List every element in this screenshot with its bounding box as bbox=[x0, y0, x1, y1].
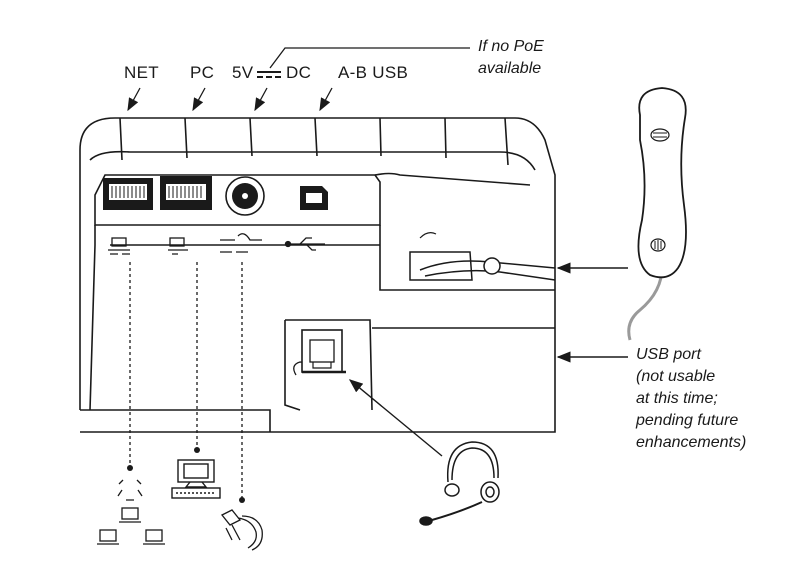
usb-ab-label: A-B USB bbox=[338, 63, 409, 82]
pc-label: PC bbox=[190, 63, 215, 82]
dc-symbol bbox=[257, 71, 281, 79]
dc-power-icon bbox=[220, 233, 262, 253]
power-5v-label: 5V bbox=[232, 63, 254, 82]
poe-note: If no PoE available bbox=[478, 38, 544, 77]
desktop-computer-icon bbox=[171, 459, 221, 499]
usb-port-note: USB port (not usable at this time; pendi… bbox=[636, 346, 747, 451]
usb-b-port bbox=[300, 186, 328, 210]
pointer-arrows bbox=[348, 262, 628, 457]
handset-icon bbox=[627, 87, 687, 341]
phone-base bbox=[79, 117, 556, 433]
port-drop-lines bbox=[129, 262, 243, 498]
pc-port bbox=[160, 176, 212, 210]
pc-port-icon bbox=[168, 237, 188, 255]
handset-cradle bbox=[409, 232, 556, 281]
power-adapter-icon bbox=[220, 509, 263, 551]
network-computers-icon bbox=[97, 479, 165, 545]
network-port-icon bbox=[108, 237, 130, 255]
dc-power-jack bbox=[225, 176, 265, 216]
usb-side-port bbox=[301, 329, 346, 374]
net-port bbox=[103, 178, 153, 210]
usb-icon bbox=[284, 237, 325, 251]
net-label: NET bbox=[124, 63, 159, 82]
port-drop-dots bbox=[127, 447, 245, 503]
port-glyphs bbox=[108, 233, 325, 255]
headset-icon bbox=[419, 441, 500, 526]
label-leaders bbox=[127, 47, 470, 112]
power-dc-label: DC bbox=[286, 63, 312, 82]
